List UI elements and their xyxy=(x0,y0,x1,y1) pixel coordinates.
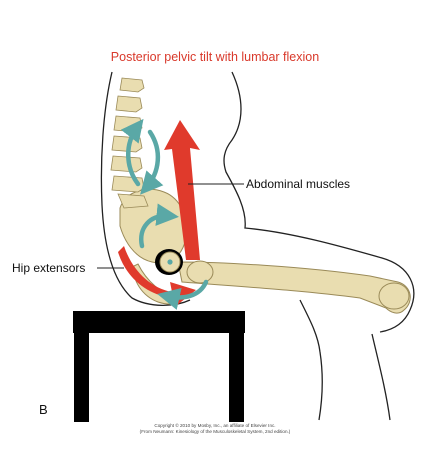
stool-leg-left xyxy=(74,331,89,422)
knee-condyle xyxy=(378,282,410,310)
label-abdominal-muscles: Abdominal muscles xyxy=(246,177,351,191)
stool xyxy=(73,311,245,422)
body-outline xyxy=(100,71,415,421)
spine-flexion-arrow-left xyxy=(120,118,144,187)
femur-shaft xyxy=(177,261,411,314)
spine-flexion-arrow-right xyxy=(140,129,164,195)
copyright-line-2: (From Neumann: Kinesiology of the Muscul… xyxy=(139,429,291,434)
diagram-title: Posterior pelvic tilt with lumbar flexio… xyxy=(110,50,320,64)
hip-axis-dot xyxy=(167,259,173,265)
panel-letter: B xyxy=(39,402,48,417)
vertebra xyxy=(110,155,143,173)
sacrum xyxy=(117,193,149,209)
abdominal-muscles-arrow xyxy=(164,120,200,260)
copyright-note: Copyright © 2010 by Mosby, Inc., an affi… xyxy=(0,423,430,435)
greater-trochanter xyxy=(186,260,214,284)
pelvic-rotation-arrow-lower xyxy=(157,279,209,310)
pelvic-rotation-arrow xyxy=(138,203,179,249)
rotation-arrows xyxy=(120,118,209,310)
vertebra xyxy=(119,77,145,93)
femur xyxy=(177,260,411,314)
stool-leg-right xyxy=(229,331,244,422)
stool-seat xyxy=(73,311,245,333)
label-hip-extensors: Hip extensors xyxy=(12,261,86,275)
vertebra xyxy=(115,95,143,113)
copyright-line-1: Copyright © 2010 by Mosby, Inc., an affi… xyxy=(154,423,276,428)
leader-lines xyxy=(97,183,244,269)
